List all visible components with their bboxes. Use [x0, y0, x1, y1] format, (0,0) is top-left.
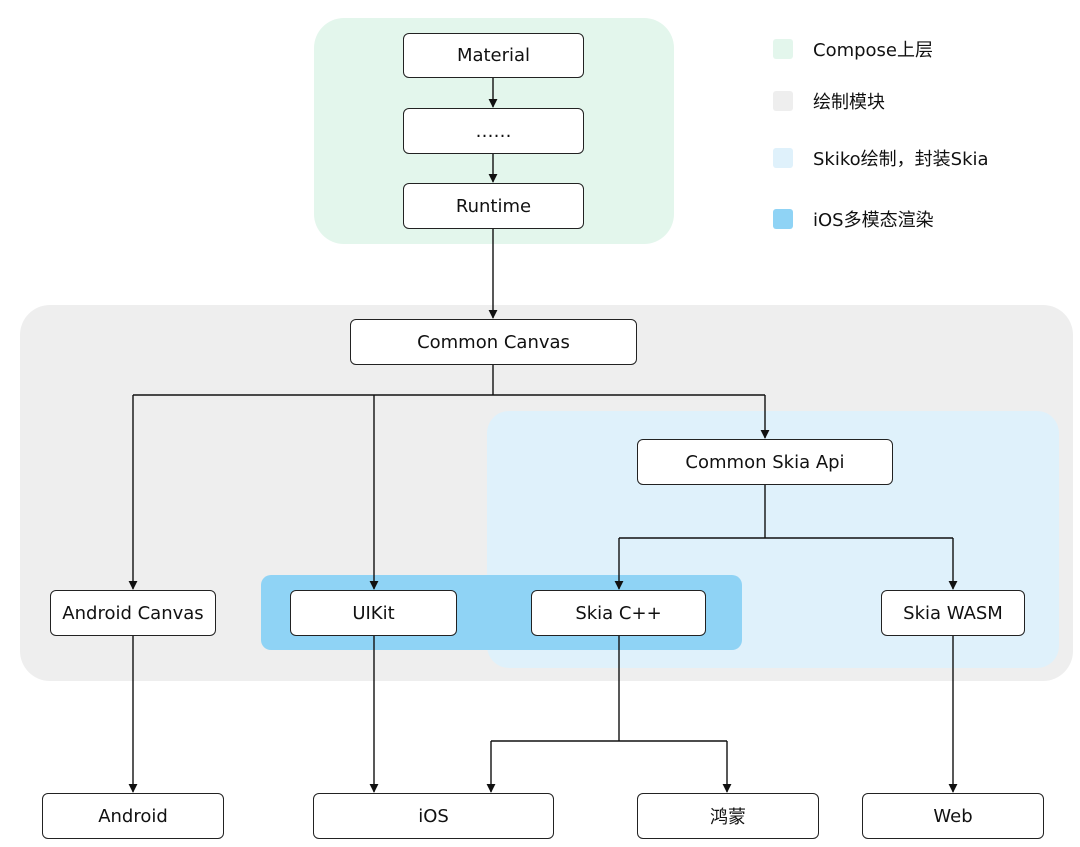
- legend-label: iOS多模态渲染: [813, 210, 934, 231]
- skia-cpp-node: Skia C++: [531, 590, 706, 636]
- runtime-node: Runtime: [403, 183, 584, 229]
- uikit-node: UIKit: [290, 590, 457, 636]
- legend-label: Skiko绘制，封装Skia: [813, 149, 989, 170]
- common-skia-api-node: Common Skia Api: [637, 439, 893, 485]
- legend-swatch: [773, 209, 793, 229]
- legend-label: 绘制模块: [813, 92, 885, 113]
- legend-label: Compose上层: [813, 40, 934, 61]
- ellipsis-node: ……: [403, 108, 584, 154]
- skia-wasm-node: Skia WASM: [881, 590, 1025, 636]
- legend-item-skiko: Skiko绘制，封装Skia: [773, 146, 989, 170]
- ios-node: iOS: [313, 793, 554, 839]
- legend-item-drawing: 绘制模块: [773, 89, 885, 113]
- legend-item-ios-multimodal: iOS多模态渲染: [773, 207, 934, 231]
- harmony-node: 鸿蒙: [637, 793, 819, 839]
- legend-item-compose: Compose上层: [773, 37, 933, 61]
- material-node: Material: [403, 33, 584, 78]
- legend-swatch: [773, 148, 793, 168]
- android-node: Android: [42, 793, 224, 839]
- legend-swatch: [773, 39, 793, 59]
- android-canvas-node: Android Canvas: [50, 590, 216, 636]
- common-canvas-node: Common Canvas: [350, 319, 637, 365]
- web-node: Web: [862, 793, 1044, 839]
- legend-swatch: [773, 91, 793, 111]
